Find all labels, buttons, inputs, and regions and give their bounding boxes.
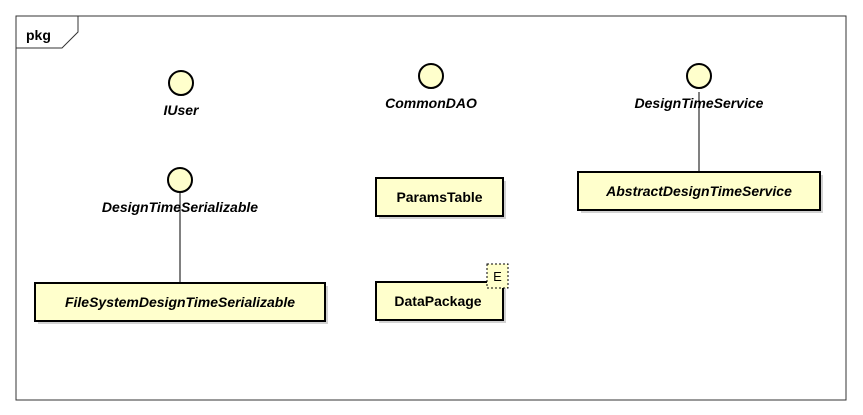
stereotype-badge-label: E [493,269,502,284]
interface-iuser[interactable]: IUser [163,70,200,118]
class-params-table-label: ParamsTable [396,189,482,205]
interface-design-time-service-label: DesignTimeService [635,95,764,111]
package-frame-tab [16,16,79,49]
interface-design-time-service[interactable]: DesignTimeService [635,63,764,111]
class-file-system-design-time-serializable-label: FileSystemDesignTimeSerializable [65,294,295,310]
stereotype-badge [486,263,509,289]
interface-lollipop-icon [167,167,193,193]
interface-lollipop-icon [168,70,194,96]
interface-common-dao-label: CommonDAO [385,95,477,111]
package-frame-label: pkg [26,27,51,43]
class-box [375,281,504,321]
class-box [577,171,821,211]
interface-iuser-label: IUser [163,102,200,118]
class-abstract-design-time-service[interactable]: AbstractDesignTimeService [577,171,823,213]
class-abstract-design-time-service-label: AbstractDesignTimeService [605,183,792,199]
class-params-table[interactable]: ParamsTable [375,177,506,219]
class-data-package[interactable]: DataPackage E [375,263,509,323]
interface-design-time-serializable-label: DesignTimeSerializable [102,199,258,215]
interface-design-time-serializable[interactable]: DesignTimeSerializable [102,167,258,215]
class-box [34,282,326,322]
class-data-package-label: DataPackage [394,293,481,309]
interface-lollipop-icon [686,63,712,89]
class-file-system-design-time-serializable[interactable]: FileSystemDesignTimeSerializable [34,282,328,324]
class-box [375,177,504,217]
interface-common-dao[interactable]: CommonDAO [385,63,477,111]
interface-lollipop-icon [418,63,444,89]
